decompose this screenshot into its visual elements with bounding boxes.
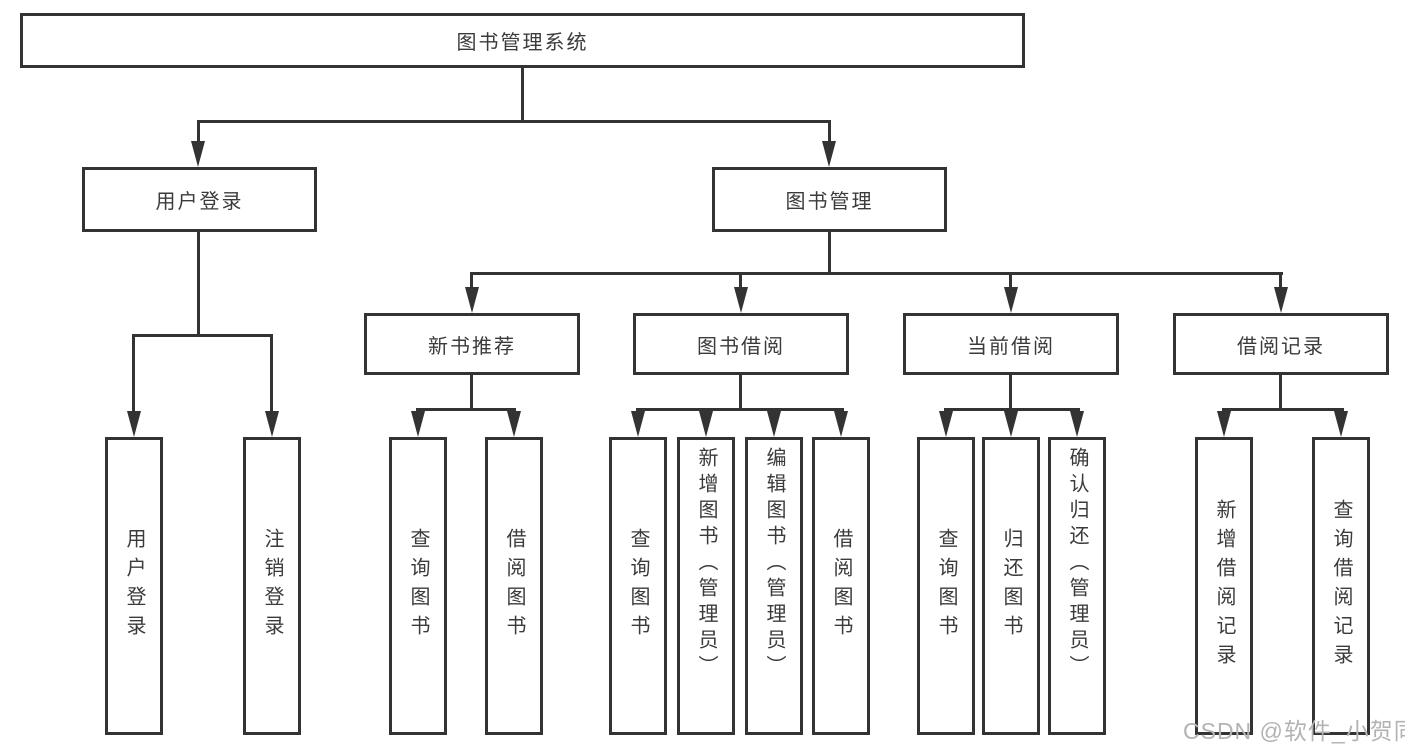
connector-to-new-book: [470, 272, 473, 289]
leaf-return-books: 归还图书: [982, 437, 1040, 735]
arrow-down-icon: [699, 411, 713, 437]
node-borrowing-records: 借阅记录: [1173, 313, 1389, 375]
leaf-query-books-recommend: 查询图书: [389, 437, 447, 735]
arrow-down-icon: [1070, 411, 1084, 437]
arrow-down-icon: [1004, 411, 1018, 437]
arrow-down-icon: [1004, 287, 1018, 313]
node-user-login: 用户登录: [82, 167, 317, 232]
arrow-down-icon: [631, 411, 645, 437]
connector-new-book-rail: [416, 408, 516, 411]
arrow-down-icon: [191, 141, 205, 167]
leaf-label: 查询图书: [627, 528, 649, 644]
connector-book-management-rail: [470, 272, 1283, 275]
connector-book-management-stub: [828, 232, 831, 272]
arrow-down-icon: [507, 411, 521, 437]
leaf-label: 借阅图书: [830, 528, 852, 644]
connector-book-borrowing-stub: [739, 375, 742, 408]
node-library-system: 图书管理系统: [20, 13, 1025, 68]
arrow-down-icon: [734, 287, 748, 313]
connector-user-login-rail: [132, 334, 273, 337]
leaf-label: 归还图书: [1000, 528, 1022, 644]
leaf-label: 新增图书（管理员）: [695, 447, 717, 681]
connector-to-leaf: [132, 334, 135, 412]
leaf-query-books-borrow: 查询图书: [609, 437, 667, 735]
leaf-query-books-current: 查询图书: [917, 437, 975, 735]
arrow-down-icon: [1217, 411, 1231, 437]
connector-borrowing-records-rail: [1222, 408, 1344, 411]
connector-to-book-borrowing: [739, 272, 742, 289]
leaf-edit-books-admin: 编辑图书（管理员）: [745, 437, 803, 735]
arrow-down-icon: [1274, 287, 1288, 313]
connector-borrowing-records-stub: [1279, 375, 1282, 408]
arrow-down-icon: [767, 411, 781, 437]
leaf-label: 注销登录: [261, 528, 283, 644]
connector-current-borrowing-rail: [944, 408, 1080, 411]
arrow-down-icon: [465, 287, 479, 313]
arrow-down-icon: [265, 411, 279, 437]
connector-user-login-stub: [197, 232, 200, 334]
node-current-borrowing: 当前借阅: [903, 313, 1119, 375]
leaf-label: 确认归还（管理员）: [1066, 447, 1088, 681]
leaf-add-books-admin: 新增图书（管理员）: [677, 437, 735, 735]
watermark: CSDN @软件_小贺同学: [1183, 718, 1405, 744]
leaf-user-login: 用户登录: [105, 437, 163, 735]
leaf-label: 查询图书: [407, 528, 429, 644]
node-book-borrowing: 图书借阅: [633, 313, 849, 375]
leaf-label: 用户登录: [123, 528, 145, 644]
node-book-management: 图书管理: [712, 167, 947, 232]
leaf-logout: 注销登录: [243, 437, 301, 735]
connector-to-current-borrowing: [1009, 272, 1012, 289]
connector-root-stub: [521, 68, 524, 120]
leaf-label: 查询图书: [935, 528, 957, 644]
leaf-add-borrow-record: 新增借阅记录: [1195, 437, 1253, 735]
arrow-down-icon: [411, 411, 425, 437]
connector-book-borrowing-rail: [636, 408, 844, 411]
connector-current-borrowing-stub: [1009, 375, 1012, 408]
arrow-down-icon: [834, 411, 848, 437]
arrow-down-icon: [939, 411, 953, 437]
connector-new-book-stub: [470, 375, 473, 408]
arrow-down-icon: [822, 141, 836, 167]
leaf-label: 查询借阅记录: [1330, 499, 1352, 673]
node-new-book-recommendation: 新书推荐: [364, 313, 580, 375]
connector-to-leaf: [270, 334, 273, 412]
leaf-borrow-books: 借阅图书: [812, 437, 870, 735]
arrow-down-icon: [127, 411, 141, 437]
leaf-confirm-return-admin: 确认归还（管理员）: [1048, 437, 1106, 735]
arrow-down-icon: [1334, 411, 1348, 437]
leaf-label: 借阅图书: [503, 528, 525, 644]
connector-root-rail: [197, 120, 831, 123]
connector-to-user-login: [197, 120, 200, 143]
connector-to-borrowing-records: [1279, 272, 1282, 289]
leaf-query-borrow-record: 查询借阅记录: [1312, 437, 1370, 735]
leaf-borrow-books-recommend: 借阅图书: [485, 437, 543, 735]
leaf-label: 新增借阅记录: [1213, 499, 1235, 673]
connector-to-book-management: [828, 120, 831, 143]
leaf-label: 编辑图书（管理员）: [763, 447, 785, 681]
